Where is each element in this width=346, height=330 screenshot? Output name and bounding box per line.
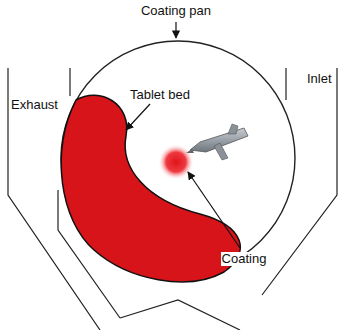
base-line (120, 300, 240, 330)
part-label: Exhaust (10, 98, 59, 112)
part-label: Coating pan (140, 4, 212, 18)
tablet-bed (61, 95, 240, 282)
spray-gun (186, 124, 248, 160)
spray-gun-handle (214, 143, 228, 160)
leader-arrow (188, 172, 240, 248)
inlet-duct (285, 68, 286, 100)
leader-lines (126, 22, 240, 248)
coating-spray (158, 144, 194, 180)
part-label: Coating (221, 252, 268, 266)
part-label: Tablet bed (129, 88, 191, 102)
exhaust-duct (69, 68, 70, 96)
part-label: Inlet (306, 72, 333, 86)
leader-arrow (175, 22, 176, 38)
spray-gun-cup (228, 124, 238, 134)
spray-nozzle (186, 149, 194, 153)
leader-arrow (126, 104, 150, 130)
